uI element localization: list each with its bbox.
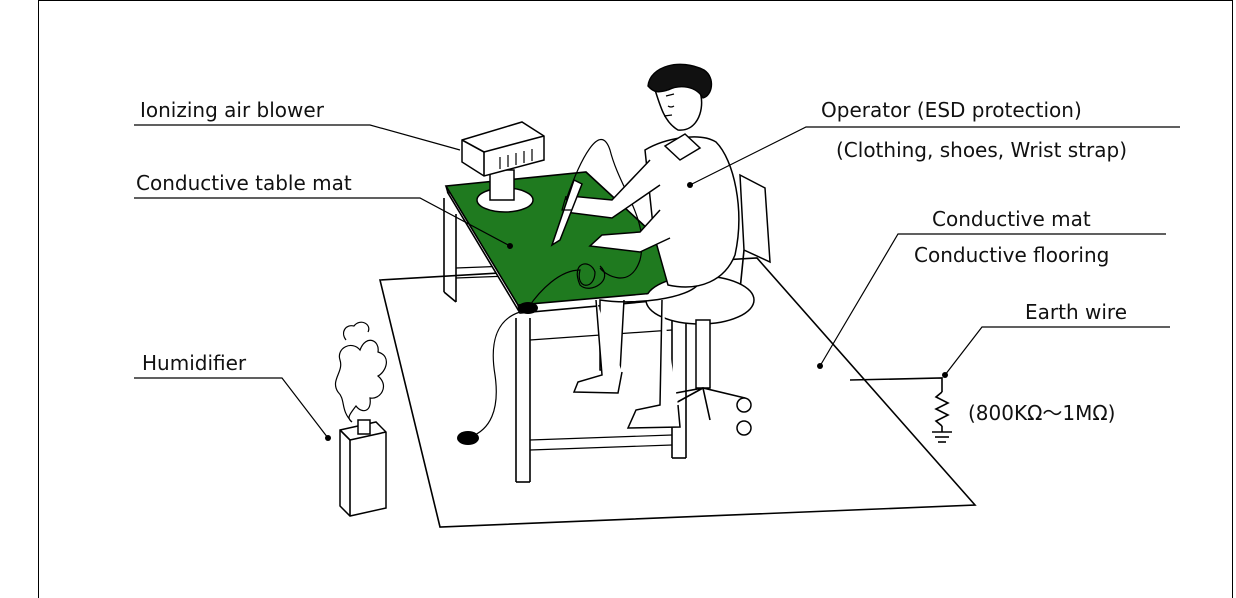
label-operator: Operator (ESD protection)	[821, 100, 1082, 120]
label-humidifier: Humidifier	[142, 353, 246, 373]
floor-cord	[470, 312, 520, 437]
floor-ground-point	[457, 431, 479, 445]
label-table-mat: Conductive table mat	[136, 173, 352, 193]
label-earth-wire: Earth wire	[1025, 302, 1127, 322]
leader-table-mat	[134, 198, 510, 246]
leader-humidifier	[134, 378, 328, 438]
resistor-symbol	[936, 392, 948, 426]
leader-earth-wire	[945, 327, 1170, 375]
label-conductive-flooring: Conductive flooring	[914, 245, 1109, 265]
humidifier-drawing	[335, 322, 386, 516]
earth-wire-line	[850, 378, 942, 392]
label-ionizing-blower: Ionizing air blower	[140, 100, 324, 120]
ground-clip	[518, 302, 538, 314]
leader-ionizing-blower	[134, 125, 460, 150]
label-conductive-mat: Conductive mat	[932, 209, 1091, 229]
label-resistance: (800KΩ～1MΩ)	[968, 403, 1115, 423]
label-operator-detail: (Clothing, shoes, Wrist strap)	[836, 140, 1127, 160]
